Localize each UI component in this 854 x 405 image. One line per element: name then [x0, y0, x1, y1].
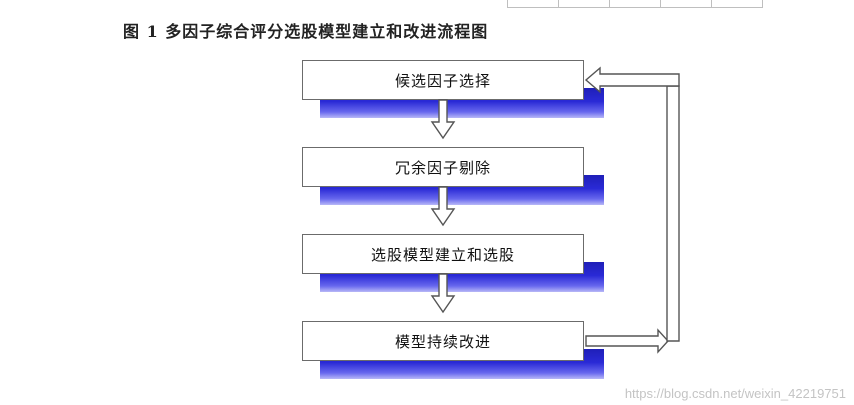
- feedback-loop-arrow: [584, 66, 680, 94]
- step-continuous-improvement: 模型持续改进: [302, 321, 584, 361]
- watermark-url: https://blog.csdn.net/weixin_42219751: [624, 386, 846, 401]
- step-candidate-factor-selection: 候选因子选择: [302, 60, 584, 100]
- table-cell: [661, 0, 712, 7]
- down-arrow: [430, 99, 456, 140]
- down-arrow: [430, 273, 456, 314]
- feedback-loop-arrow: [585, 328, 669, 354]
- table-cell: [610, 0, 661, 7]
- top-table-fragment: [507, 0, 763, 8]
- table-cell: [559, 0, 610, 7]
- step-model-building-and-selection: 选股模型建立和选股: [302, 234, 584, 274]
- table-cell: [508, 0, 559, 7]
- feedback-loop-arrow: [666, 85, 680, 342]
- step-redundant-factor-removal: 冗余因子剔除: [302, 147, 584, 187]
- down-arrow: [430, 186, 456, 227]
- figure-caption: 图 1 多因子综合评分选股模型建立和改进流程图: [123, 22, 489, 41]
